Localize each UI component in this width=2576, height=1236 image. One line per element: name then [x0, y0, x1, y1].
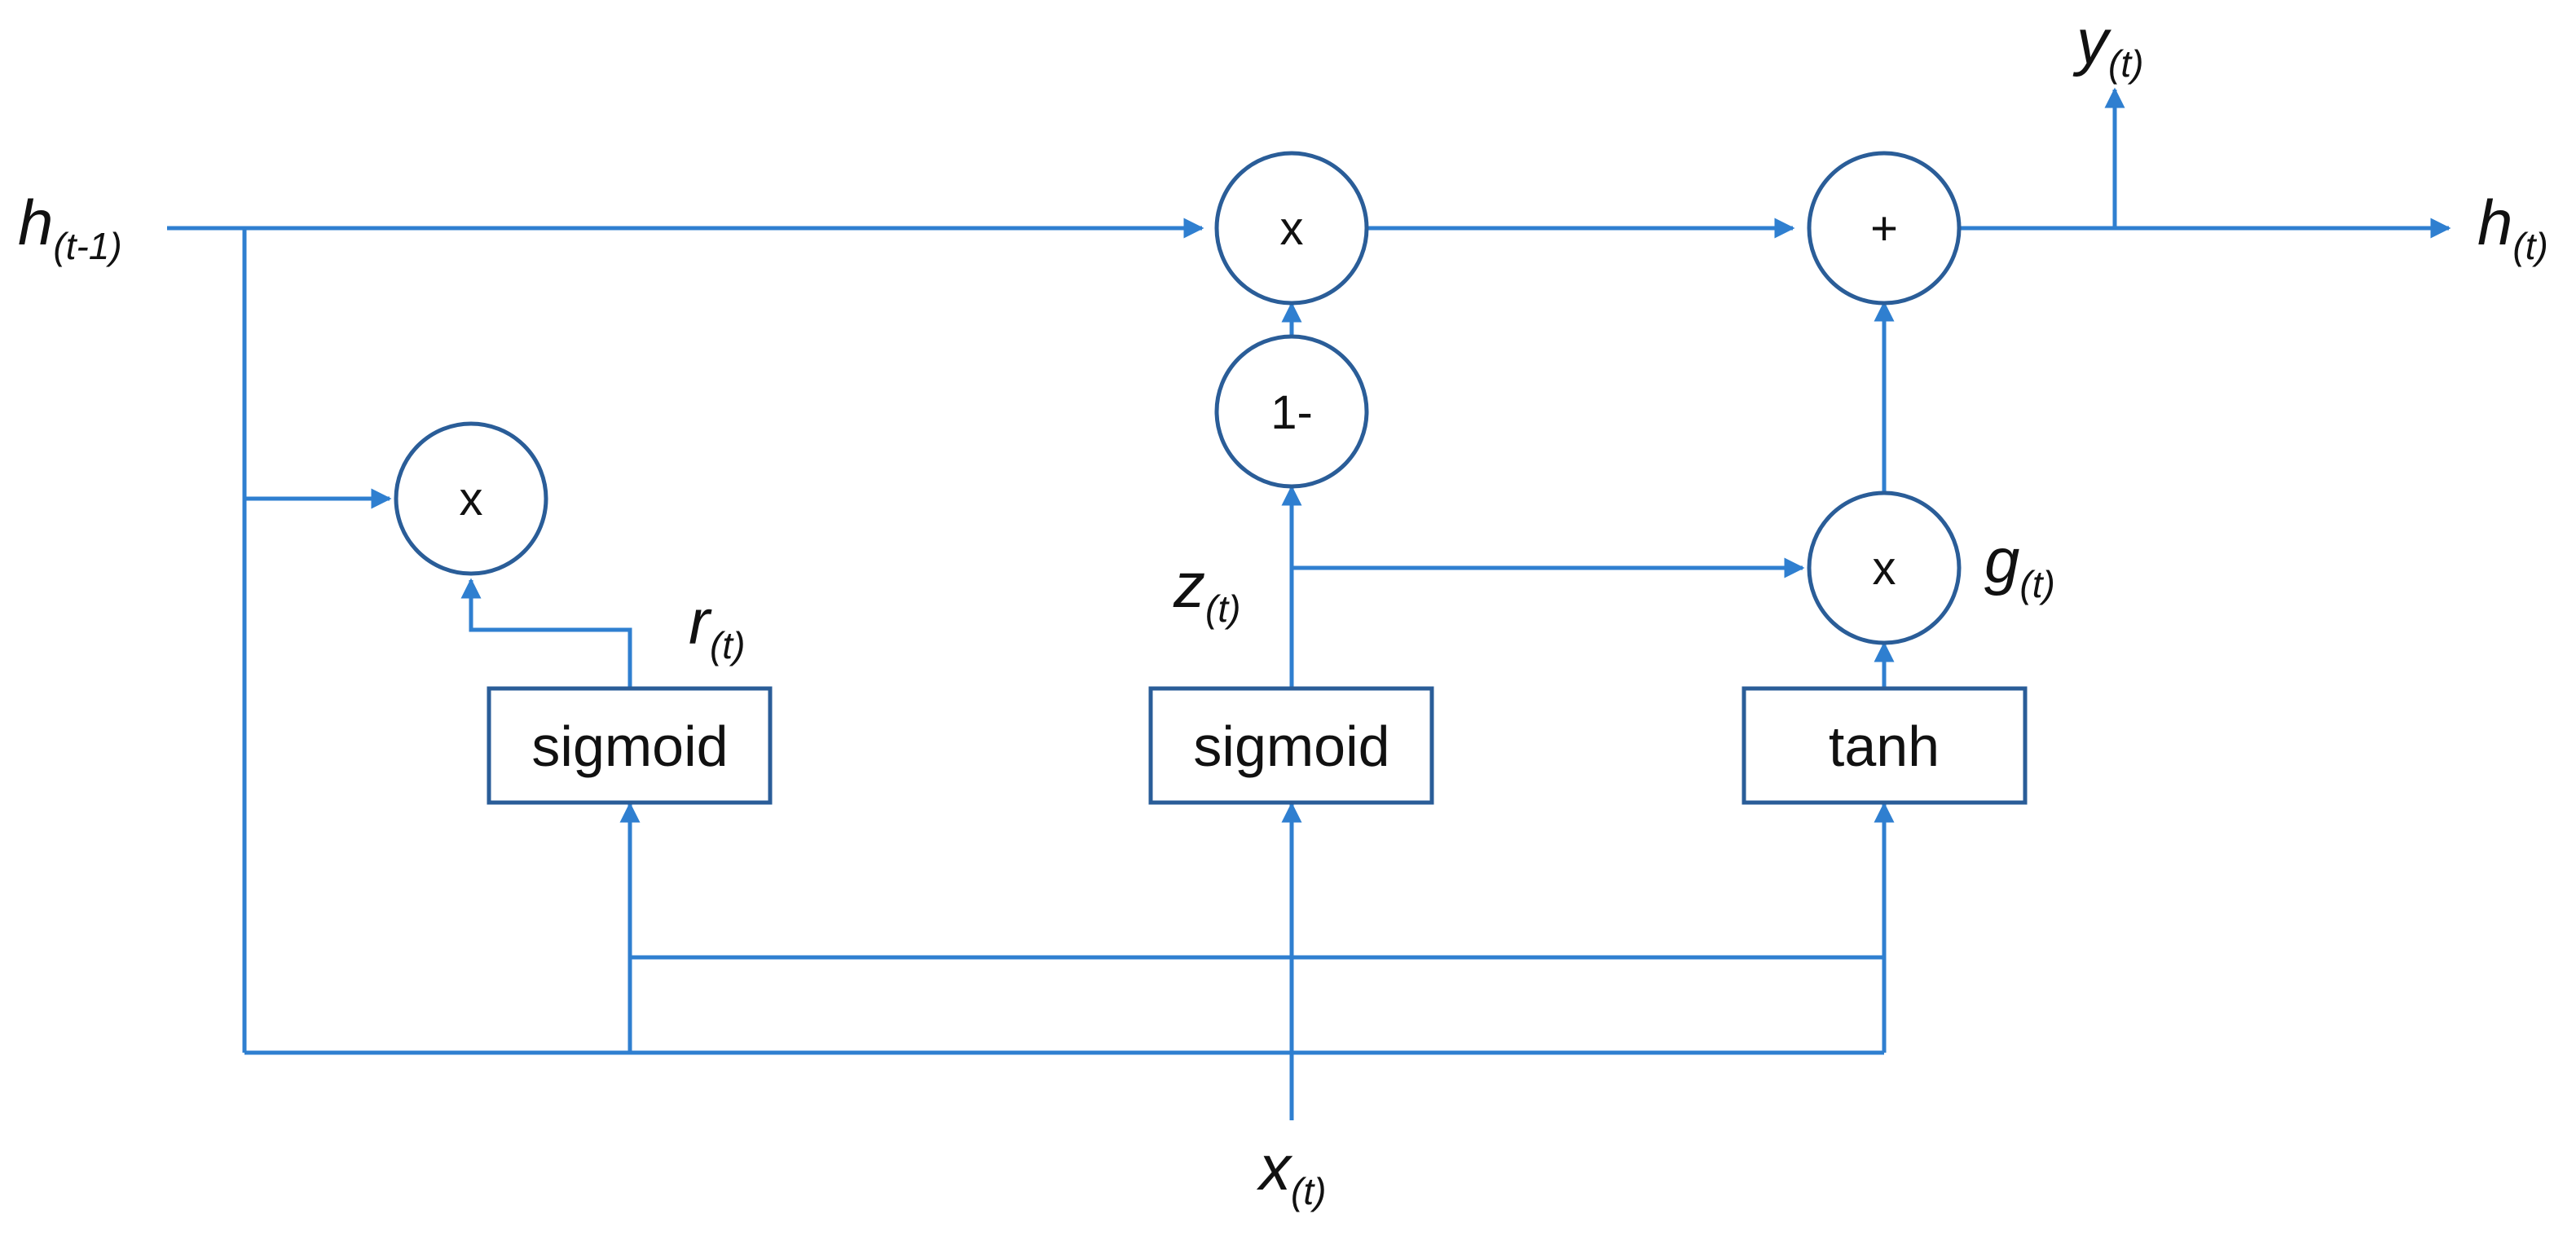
- mult-top-label: x: [1280, 202, 1304, 255]
- r-label: r(t): [689, 586, 745, 666]
- mult-top-node: x: [1214, 151, 1369, 306]
- g-sub: (t): [2019, 563, 2054, 605]
- r-main: r: [689, 586, 712, 658]
- z-main: z: [1173, 549, 1205, 621]
- y-main: y: [2072, 6, 2111, 77]
- g-label: g(t): [1984, 525, 2055, 605]
- sigmoid-update-box: sigmoid: [1148, 686, 1434, 805]
- mult-candidate-node: x: [1807, 490, 1962, 645]
- sigmoid-reset-box: sigmoid: [487, 686, 773, 805]
- x-sub: (t): [1291, 1170, 1326, 1212]
- h-out-main: h: [2477, 187, 2512, 258]
- x-main: x: [1256, 1132, 1293, 1203]
- h-out-label: h(t): [2477, 187, 2548, 267]
- mult-candidate-label: x: [1873, 542, 1896, 595]
- mult-reset-node: x: [394, 421, 548, 576]
- g-main: g: [1984, 525, 2019, 596]
- one-minus-node: 1-: [1214, 334, 1369, 489]
- r-sub: (t): [710, 624, 745, 666]
- y-sub: (t): [2108, 42, 2143, 85]
- wire-reset-to-mult: [460, 578, 632, 687]
- z-sub: (t): [1205, 587, 1240, 630]
- y-label: y(t): [2072, 6, 2143, 85]
- h-prev-sub: (t-1): [53, 225, 121, 267]
- sigmoid-update-label: sigmoid: [1193, 715, 1389, 778]
- sigmoid-reset-label: sigmoid: [531, 715, 728, 778]
- x-label: x(t): [1256, 1132, 1326, 1212]
- tanh-label: tanh: [1829, 715, 1940, 778]
- one-minus-label: 1-: [1270, 386, 1313, 439]
- plus-label: +: [1870, 202, 1898, 255]
- h-prev-label: h(t-1): [18, 187, 122, 267]
- plus-node: +: [1807, 151, 1962, 306]
- mult-reset-label: x: [460, 473, 483, 526]
- h-prev-main: h: [18, 187, 53, 258]
- tanh-box: tanh: [1742, 686, 2028, 805]
- h-out-sub: (t): [2512, 225, 2547, 267]
- z-label: z(t): [1173, 549, 1240, 630]
